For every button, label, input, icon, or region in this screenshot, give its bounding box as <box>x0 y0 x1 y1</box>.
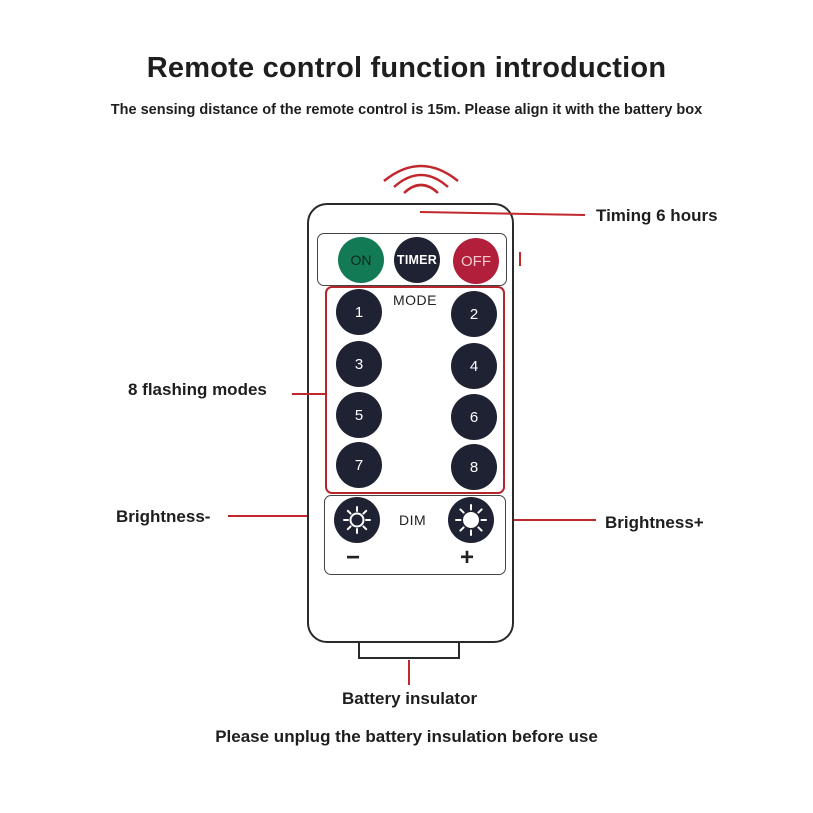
page-title: Remote control function introduction <box>146 52 667 84</box>
mode-label: MODE <box>393 292 437 308</box>
dim-label: DIM <box>399 512 427 528</box>
mode-button-6[interactable]: 6 <box>451 394 497 440</box>
power-timer-panel <box>317 233 507 286</box>
mode-button-2[interactable]: 2 <box>451 291 497 337</box>
sun-outline-icon <box>343 506 371 534</box>
page-subtitle: The sensing distance of the remote contr… <box>110 102 703 118</box>
mode-button-8[interactable]: 8 <box>451 444 497 490</box>
timing-callout-line <box>419 211 586 216</box>
signal-waves-icon <box>383 164 459 194</box>
modes-label: 8 flashing modes <box>128 380 267 399</box>
brightness-up-button[interactable] <box>448 497 494 543</box>
mode-button-4[interactable]: 4 <box>451 343 497 389</box>
mode-button-1[interactable]: 1 <box>336 289 382 335</box>
off-button[interactable]: OFF <box>453 238 499 284</box>
mode-button-5[interactable]: 5 <box>336 392 382 438</box>
timing-label: Timing 6 hours <box>596 206 718 225</box>
brightness-down-label: Brightness- <box>116 507 211 526</box>
mode-panel <box>325 286 505 494</box>
usage-note: Please unplug the battery insulation bef… <box>215 727 598 746</box>
mode-button-3[interactable]: 3 <box>336 341 382 387</box>
on-button[interactable]: ON <box>338 237 384 283</box>
battery-insulator-tab[interactable] <box>358 643 460 659</box>
dim-panel <box>324 495 506 575</box>
mode-button-7[interactable]: 7 <box>336 442 382 488</box>
brightness-down-button[interactable] <box>334 497 380 543</box>
insulator-label: Battery insulator <box>342 689 478 708</box>
timer-button[interactable]: TIMER <box>394 237 440 283</box>
sun-filled-icon <box>455 504 487 536</box>
brightness-up-label: Brightness+ <box>605 513 704 532</box>
dim-plus-sign: + <box>460 544 475 571</box>
dim-minus-sign: − <box>346 544 361 571</box>
